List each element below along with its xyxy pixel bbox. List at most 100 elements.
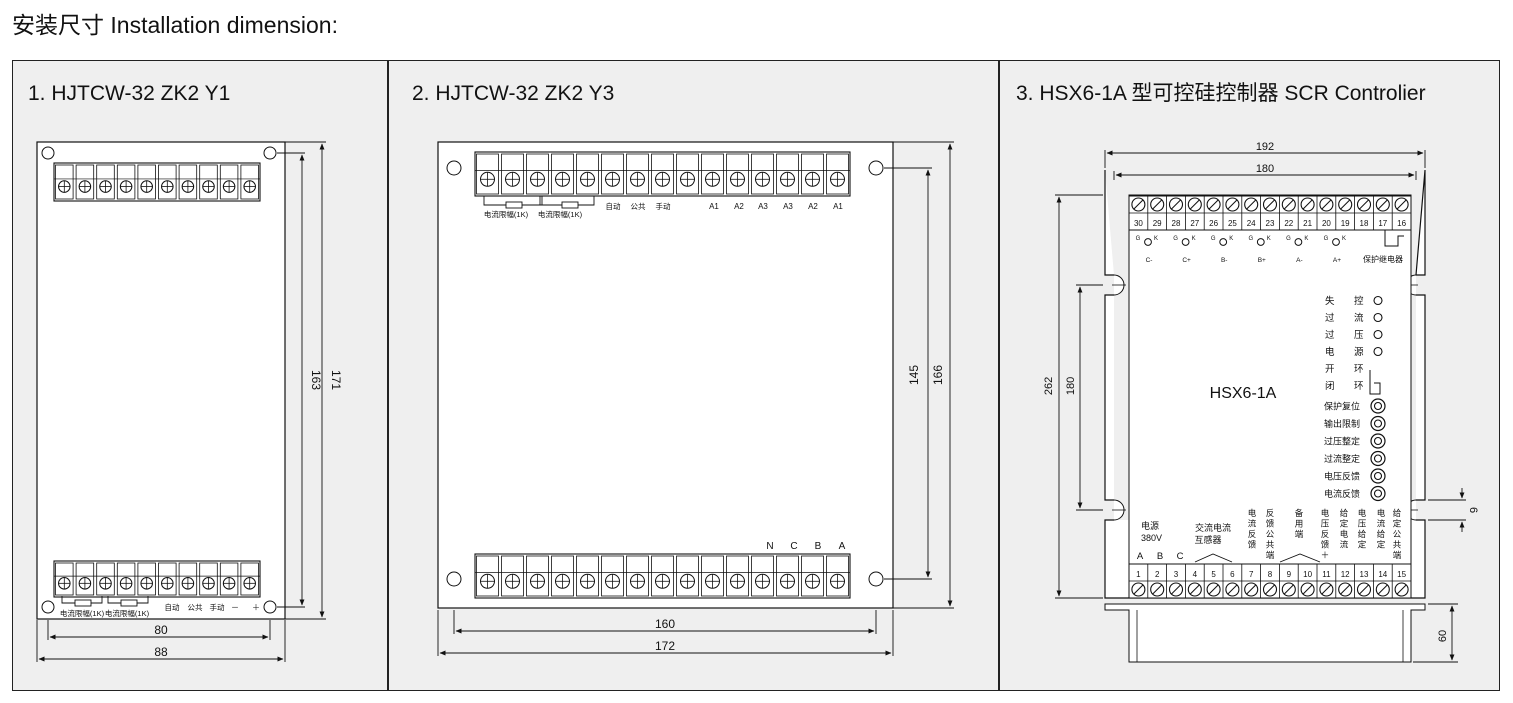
screw-slot (1246, 199, 1257, 210)
terminal-cell (476, 555, 499, 597)
terminal-cell (219, 562, 239, 596)
terminal-number: 7 (1249, 570, 1254, 579)
dim-label: 163 (309, 370, 323, 390)
terminal-function-char: 端 (1266, 550, 1275, 560)
ct-bracket (1194, 553, 1233, 563)
resistor-symbol (74, 599, 92, 607)
terminal-label: 电流限幅(1K) (538, 209, 583, 219)
phase-polarity-label: B- (1221, 257, 1228, 264)
terminal-cell (826, 555, 849, 597)
resistor-wire (539, 196, 595, 206)
panel-2-title: 2. HJTCW-32 ZK2 Y3 (412, 82, 615, 105)
dimensions-3 (1055, 150, 1466, 663)
terminal-cell (726, 555, 749, 597)
terminal-cell (701, 555, 724, 597)
terminal-function-char: 定 (1393, 519, 1402, 529)
terminal-function-char: 馈 (1321, 540, 1330, 550)
terminal-cell (526, 153, 549, 195)
pin-socket (1256, 238, 1265, 246)
terminal-cell (751, 555, 774, 597)
terminal-label: A3 (783, 202, 793, 211)
terminal-number: 18 (1360, 219, 1369, 228)
terminal-cell (501, 153, 524, 195)
terminal-number: 12 (1341, 570, 1350, 579)
indicator-panel: 失控过流过压电源开环闭环 (1325, 295, 1383, 392)
knob-label: 过压整定 (1324, 436, 1360, 447)
terminal-function-char: 给 (1358, 529, 1367, 539)
pin-socket (1219, 238, 1228, 246)
terminal-label: ＋ (252, 603, 260, 612)
panel-divider (998, 60, 1000, 691)
resistor-wire (61, 596, 103, 604)
terminal-block-bottom (53, 560, 261, 598)
indicator-label: 开 (1325, 364, 1335, 375)
dim-label: 6 (1467, 507, 1479, 513)
cathode-label: K (1229, 236, 1233, 242)
cathode-label: K (1154, 236, 1158, 242)
terminal-block-top (53, 162, 261, 202)
mount-hole (446, 571, 462, 587)
terminal-number: 11 (1322, 570, 1331, 579)
terminal-function-char: 电 (1248, 508, 1257, 518)
phase-label: A (839, 541, 846, 552)
terminal-cell (676, 555, 699, 597)
knob-label: 保护复位 (1324, 401, 1360, 412)
dimensions-2 (437, 141, 954, 656)
mount-hole (41, 600, 55, 614)
indicator-label: 环 (1354, 381, 1364, 392)
terminal-cell (526, 555, 549, 597)
terminal-number: 10 (1303, 570, 1312, 579)
potentiometer-core (1373, 489, 1383, 498)
terminal-number: 28 (1172, 219, 1181, 228)
terminal-number: 20 (1322, 219, 1331, 228)
screw-slot (1152, 199, 1163, 210)
terminal-function-char: 备 (1295, 508, 1304, 518)
panel-1-title: 1. HJTCW-32 ZK2 Y1 (28, 82, 231, 105)
screw-slot (1377, 584, 1388, 595)
knob-label: 电流反馈 (1324, 488, 1360, 499)
phase-label: C (790, 541, 797, 552)
screw-slot (1340, 199, 1351, 210)
phase-label: N (766, 541, 773, 552)
power-label: 电源 (1141, 520, 1159, 531)
potentiometer-core (1373, 436, 1383, 446)
screw-slot (1359, 584, 1369, 595)
terminal-cell (626, 555, 649, 597)
terminal-label: 电流限幅(1K) (105, 608, 150, 618)
terminal-cell (676, 153, 699, 195)
terminal-cell (801, 555, 824, 597)
resistor-wire (107, 596, 149, 604)
phase-label: B (815, 541, 822, 552)
indicator-label: 过 (1325, 312, 1335, 324)
terminal-number: 16 (1397, 219, 1406, 228)
terminal-number: 1 (1136, 570, 1141, 579)
voltage-label: 380V (1141, 533, 1162, 543)
dim-label: 180 (1065, 377, 1077, 395)
terminal-function-char: 馈 (1266, 519, 1275, 529)
terminal-function-char: 给 (1340, 508, 1349, 518)
page-title: 安装尺寸 Installation dimension: (12, 12, 338, 38)
cathode-label: K (1342, 236, 1346, 242)
terminal-number: 26 (1209, 219, 1218, 228)
model-name: HSX6-1A (1210, 385, 1277, 402)
pin-socket (1144, 238, 1152, 246)
screw-slot (1227, 584, 1238, 595)
terminal-cell (601, 555, 624, 597)
terminal-cell (601, 153, 624, 195)
terminal-number: 19 (1341, 219, 1350, 228)
dim-label: 160 (655, 617, 675, 631)
board-2: 电流限幅(1K) 电流限幅(1K) 自动 公共 手动 A1 A2 A3 A3 A… (437, 141, 894, 609)
potentiometer-core (1373, 454, 1383, 463)
knob-label: 过流整定 (1324, 453, 1360, 464)
cathode-label: K (1192, 236, 1196, 242)
terminal-number: 14 (1378, 570, 1387, 579)
terminal-function-char: 压 (1358, 519, 1367, 529)
gate-label: G (1248, 236, 1253, 242)
terminal-number: 24 (1247, 219, 1256, 228)
cathode-label: K (1267, 236, 1271, 242)
terminal-cell (96, 562, 115, 596)
terminal-function-char: 定 (1340, 519, 1349, 529)
phase-polarity-label: A+ (1333, 257, 1341, 264)
terminal-cell (626, 153, 649, 195)
relay-symbol (1376, 229, 1404, 247)
